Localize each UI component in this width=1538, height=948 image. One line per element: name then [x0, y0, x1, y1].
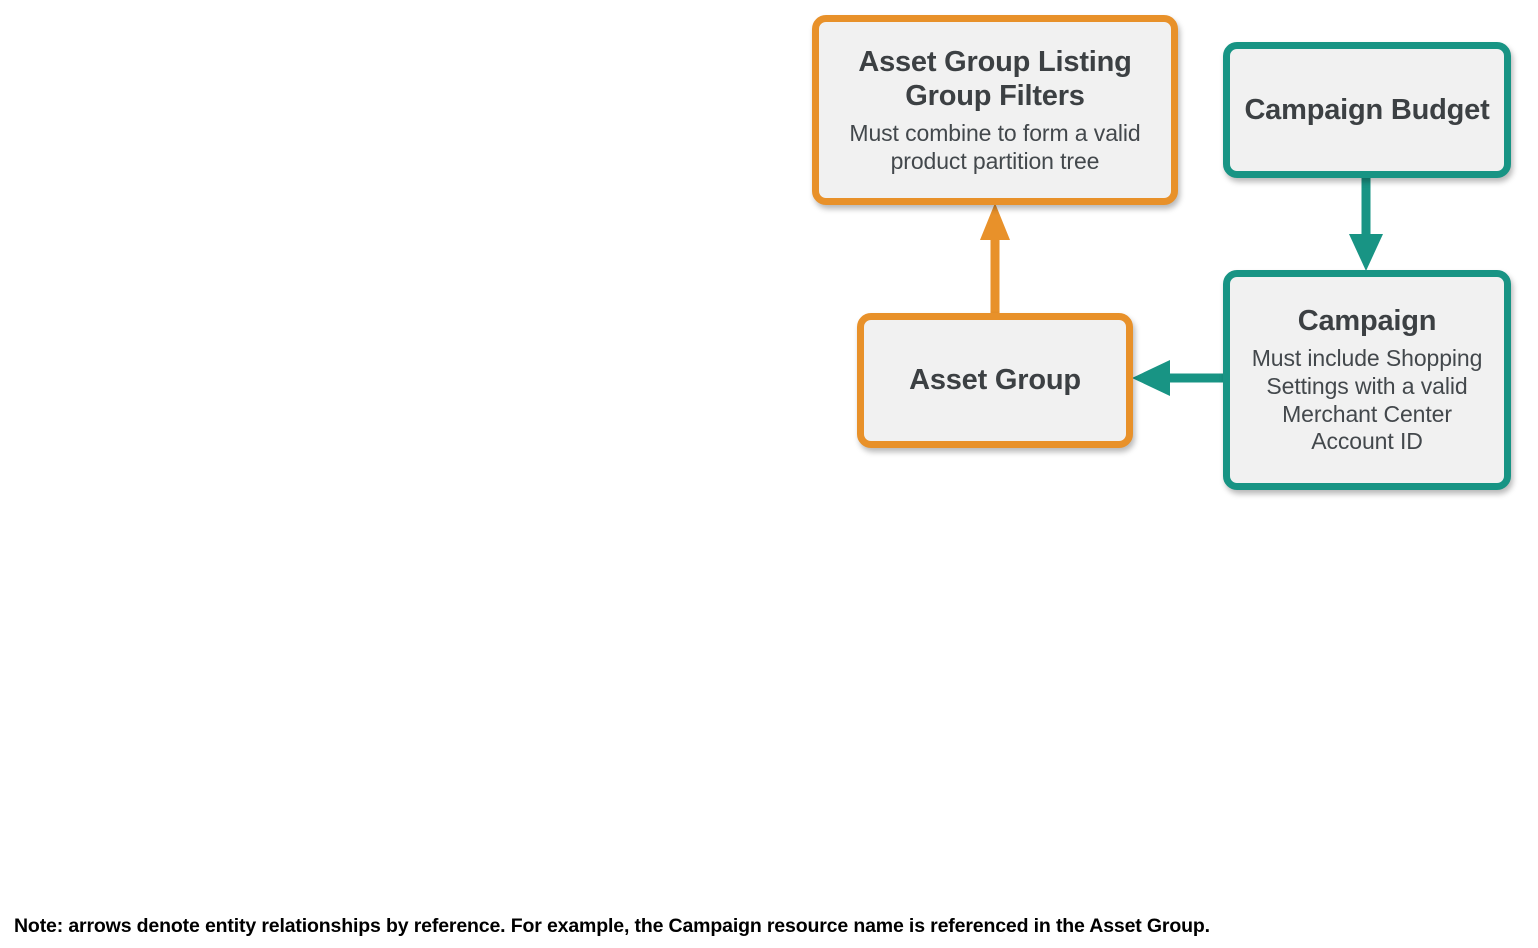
- arrowhead-teal-left: [1132, 360, 1170, 396]
- node-title: Campaign Budget: [1244, 93, 1490, 126]
- node-asset-group[interactable]: Asset Group: [857, 313, 1133, 448]
- node-title: Asset Group: [909, 364, 1081, 397]
- edge-asset-group-to-listing-group-filters: [980, 203, 1010, 313]
- edge-campaign-to-asset-group: [1132, 360, 1223, 396]
- node-title: Campaign: [1297, 305, 1437, 338]
- arrowhead-orange-up: [980, 203, 1010, 240]
- node-asset-group-listing-group-filters[interactable]: Asset Group Listing Group Filters Must c…: [812, 15, 1178, 205]
- footer-note: Note: arrows denote entity relationships…: [14, 915, 1210, 937]
- node-description: Must combine to form a valid product par…: [849, 120, 1141, 174]
- edge-campaign-budget-to-campaign: [1349, 178, 1383, 271]
- node-campaign-budget[interactable]: Campaign Budget: [1223, 42, 1511, 178]
- node-title: Asset Group Listing Group Filters: [858, 45, 1132, 112]
- arrowhead-teal-down: [1349, 234, 1383, 271]
- node-campaign[interactable]: Campaign Must include Shopping Settings …: [1223, 270, 1511, 490]
- node-description: Must include Shopping Settings with a va…: [1251, 345, 1483, 455]
